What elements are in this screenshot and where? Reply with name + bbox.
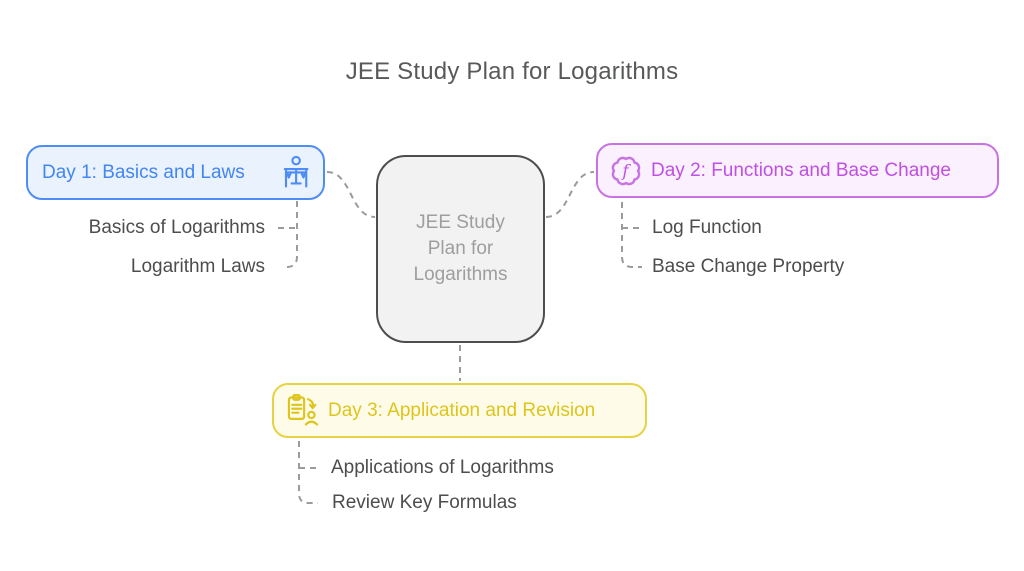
subtopic-basics-of-logarithms[interactable]: Basics of Logarithms xyxy=(88,217,265,238)
node-day2[interactable]: f Day 2: Functions and Base Change xyxy=(596,143,999,198)
node-day1[interactable]: Day 1: Basics and Laws xyxy=(26,145,325,200)
node-day3[interactable]: Day 3: Application and Revision xyxy=(272,383,647,438)
person-balance-scale-icon xyxy=(279,155,311,191)
center-node-label: JEE Study Plan for Logarithms xyxy=(413,212,508,285)
connector-day2-children xyxy=(621,202,642,268)
subtopic-base-change-property[interactable]: Base Change Property xyxy=(652,256,845,277)
subtopic-review-key-formulas[interactable]: Review Key Formulas xyxy=(332,492,517,513)
node-day2-label: Day 2: Functions and Base Change xyxy=(651,159,951,181)
task-review-person-icon xyxy=(286,393,320,429)
connector-day1-children xyxy=(282,201,298,268)
connector-day3-children xyxy=(298,441,318,504)
node-day3-label: Day 3: Application and Revision xyxy=(328,399,596,421)
diagram-title: JEE Study Plan for Logarithms xyxy=(345,58,679,85)
connector-center-day2 xyxy=(545,171,595,218)
function-icon-letter: f xyxy=(620,161,631,180)
function-badge-icon: f xyxy=(610,155,642,187)
subtopic-log-function[interactable]: Log Function xyxy=(652,217,762,238)
center-node[interactable]: JEE Study Plan for Logarithms xyxy=(376,155,545,343)
subtopic-logarithm-laws[interactable]: Logarithm Laws xyxy=(130,256,265,277)
subtopic-applications-of-logarithms[interactable]: Applications of Logarithms xyxy=(331,457,554,478)
node-day1-label: Day 1: Basics and Laws xyxy=(42,161,245,183)
connector-center-day1 xyxy=(326,171,376,218)
